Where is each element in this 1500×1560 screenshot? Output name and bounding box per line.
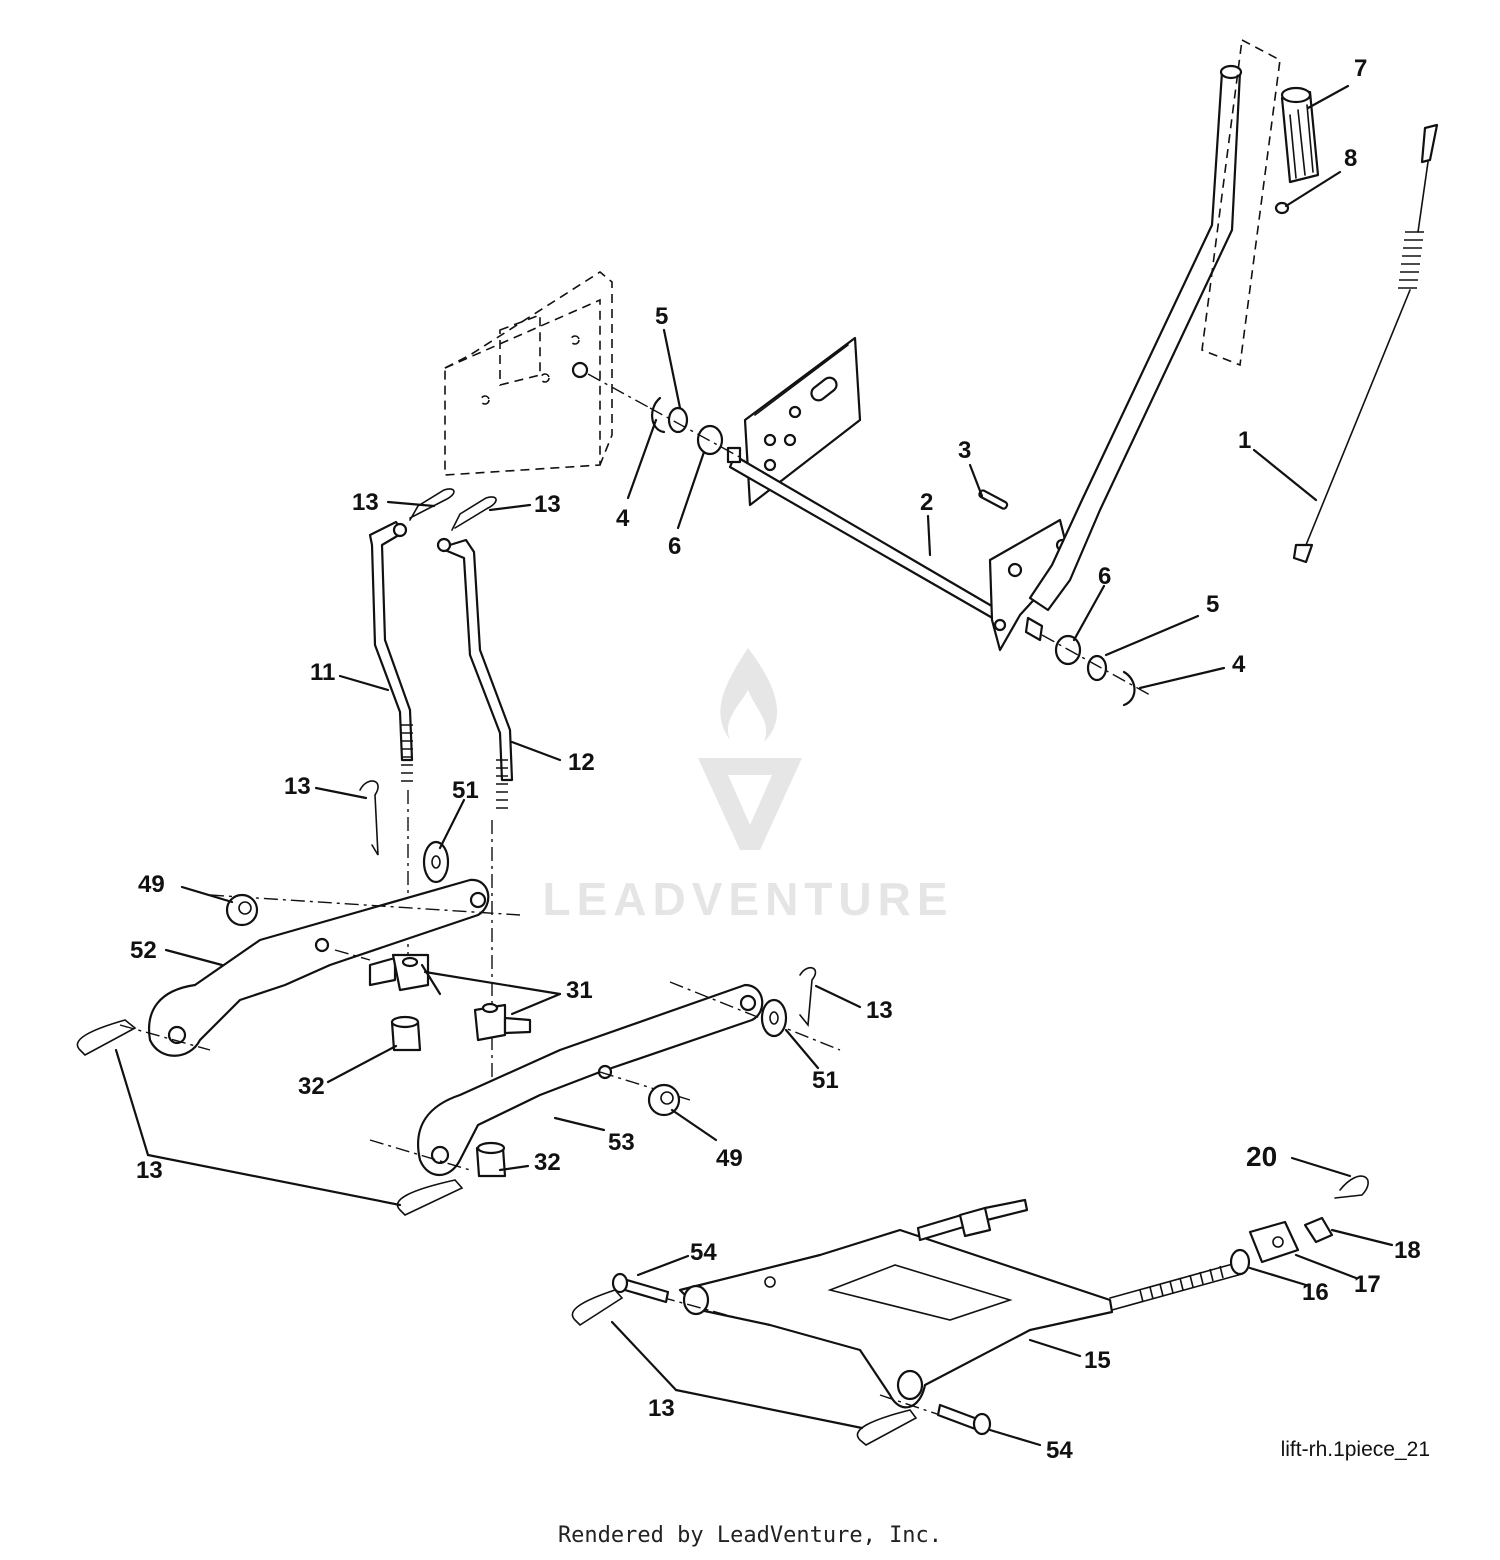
callout-31: 31 [566,977,593,1004]
callout-12: 12 [568,749,595,776]
frame-bracket-ghost [444,271,651,476]
exploded-view-drawing: LEADVENTURE [76,38,1439,1464]
callout-1: 1 [1238,427,1251,454]
callout-52: 52 [130,937,157,964]
callout-17: 17 [1354,1271,1381,1298]
adjuster-rod-assembly [916,1198,1334,1311]
callout-49-left: 49 [138,871,165,898]
callout-5-left: 5 [655,303,668,330]
footer-credit: Rendered by LeadVenture, Inc. [557,1523,943,1548]
callout-3: 3 [958,437,971,464]
callout-4-right: 4 [1232,651,1246,678]
hairpin-clips-lower [76,780,1369,1446]
callout-13-top-right: 13 [534,491,561,518]
callout-54-top: 54 [690,1239,717,1266]
deck-lift-plate-15 [634,1228,1114,1431]
watermark-flame-icon [720,648,778,742]
callout-18: 18 [1394,1237,1421,1264]
lift-link-12 [407,537,514,1100]
callout-2: 2 [920,489,933,516]
watermark: LEADVENTURE [542,648,953,925]
watermark-v-icon [698,758,802,850]
diagram-reference-id: lift-rh.1piece_21 [1280,1438,1430,1461]
left-bushing-set [649,396,746,464]
callout-labels: 1 2 3 4 4 5 5 6 6 7 8 11 12 13 13 13 13 … [130,55,1421,1464]
callout-13-lower-left: 13 [136,1157,163,1184]
callout-6-right: 6 [1098,563,1111,590]
callout-13-mid: 13 [284,773,311,800]
callout-32-right: 32 [534,1149,561,1176]
callout-4-left: 4 [616,505,630,532]
callout-53: 53 [608,1129,635,1156]
trunnions-and-nuts [368,953,532,1178]
washers-and-bushings [225,840,788,1117]
callout-54-bottom: 54 [1046,1437,1073,1464]
lift-shaft-assembly [728,336,1072,652]
callout-15: 15 [1084,1347,1111,1374]
callout-51-top: 51 [452,777,479,804]
callout-13-arm: 13 [866,997,893,1024]
callout-13-top-left: 13 [352,489,379,516]
callout-13-plate: 13 [648,1395,675,1422]
handle-grip [1274,86,1320,215]
callout-7: 7 [1354,55,1367,82]
callout-leaders [114,84,1394,1447]
pin-3 [978,489,1009,510]
clevis-pins-54 [611,1272,992,1436]
lift-handle-lever [1028,38,1281,612]
callout-16: 16 [1302,1279,1329,1306]
callout-11: 11 [310,659,335,686]
watermark-text: LEADVENTURE [542,873,953,925]
lift-arm-52 [119,878,521,1057]
right-bushing-set [1041,634,1151,707]
lift-cable [1292,123,1439,564]
lift-link-11 [368,520,414,782]
lift-arm-53 [369,981,841,1176]
callout-49-right: 49 [716,1145,743,1172]
callout-8: 8 [1344,145,1357,172]
hairpin-clips-top [409,488,497,531]
callout-5-right: 5 [1206,591,1219,618]
callout-20: 20 [1246,1141,1277,1172]
callout-6-left: 6 [668,533,681,560]
callout-32-left: 32 [298,1073,325,1100]
callout-51-arm: 51 [812,1067,839,1094]
